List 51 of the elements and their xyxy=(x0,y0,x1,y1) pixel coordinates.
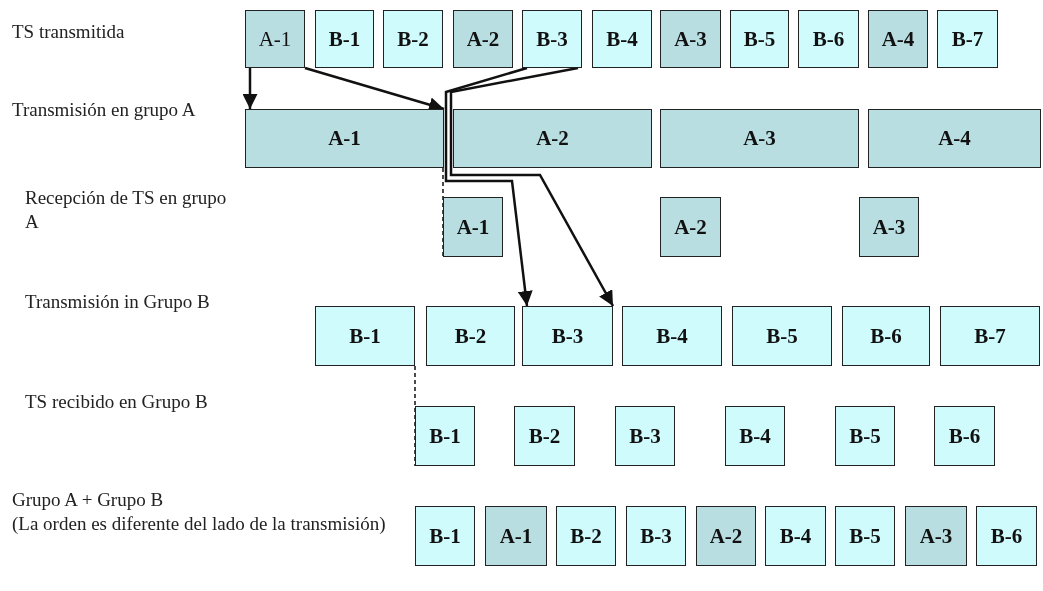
row-label: TS transmitida xyxy=(12,20,126,44)
packet-box: B-2 xyxy=(556,506,616,566)
packet-box: A-3 xyxy=(905,506,967,566)
packet-box: B-6 xyxy=(934,406,995,466)
packet-box: B-5 xyxy=(835,506,895,566)
packet-box: A-2 xyxy=(660,197,721,257)
row-label: (La orden es diferente del lado de la transmisión) xyxy=(12,512,387,536)
row-label: Transmisión en grupo A xyxy=(12,98,197,122)
packet-box: B-1 xyxy=(415,406,475,466)
packet-box: B-4 xyxy=(765,506,826,566)
row-label: Transmisión in Grupo B xyxy=(25,290,211,314)
packet-box: B-1 xyxy=(315,10,374,68)
packet-box: A-4 xyxy=(868,109,1041,168)
row-label: TS recibido en Grupo B xyxy=(25,390,209,414)
packet-box: B-4 xyxy=(592,10,652,68)
packet-box: B-4 xyxy=(725,406,785,466)
arrow xyxy=(449,66,615,307)
packet-box: B-2 xyxy=(383,10,443,68)
packet-box: B-6 xyxy=(798,10,859,68)
packet-box: B-3 xyxy=(626,506,686,566)
packet-box: B-6 xyxy=(976,506,1037,566)
packet-box: B-7 xyxy=(940,306,1040,366)
packet-box: A-1 xyxy=(485,506,547,566)
packet-box: A-1 xyxy=(245,10,305,68)
packet-box: A-1 xyxy=(245,109,444,168)
packet-box: B-1 xyxy=(315,306,415,366)
packet-box: B-7 xyxy=(937,10,998,68)
packet-box: B-4 xyxy=(622,306,722,366)
packet-box: A-1 xyxy=(443,197,503,257)
packet-box: A-2 xyxy=(453,10,513,68)
packet-box: B-2 xyxy=(514,406,575,466)
packet-box: B-5 xyxy=(732,306,832,366)
packet-box: A-2 xyxy=(453,109,652,168)
packet-box: B-3 xyxy=(615,406,675,466)
arrow xyxy=(242,68,258,109)
packet-box: A-3 xyxy=(660,109,859,168)
arrow xyxy=(304,66,445,112)
packet-box: B-6 xyxy=(842,306,930,366)
row-label: Recepción de TS en grupo A xyxy=(25,186,228,234)
row-label: Grupo A + Grupo B xyxy=(12,488,165,512)
arrow xyxy=(444,66,533,307)
packet-box: B-5 xyxy=(730,10,789,68)
packet-box: B-1 xyxy=(415,506,475,566)
packet-box: B-5 xyxy=(835,406,895,466)
packet-box: A-3 xyxy=(660,10,721,68)
packet-box: B-3 xyxy=(522,306,613,366)
packet-box: B-2 xyxy=(426,306,515,366)
packet-box: B-3 xyxy=(522,10,582,68)
packet-box: A-4 xyxy=(868,10,928,68)
packet-box: A-2 xyxy=(696,506,756,566)
packet-box: A-3 xyxy=(859,197,919,257)
